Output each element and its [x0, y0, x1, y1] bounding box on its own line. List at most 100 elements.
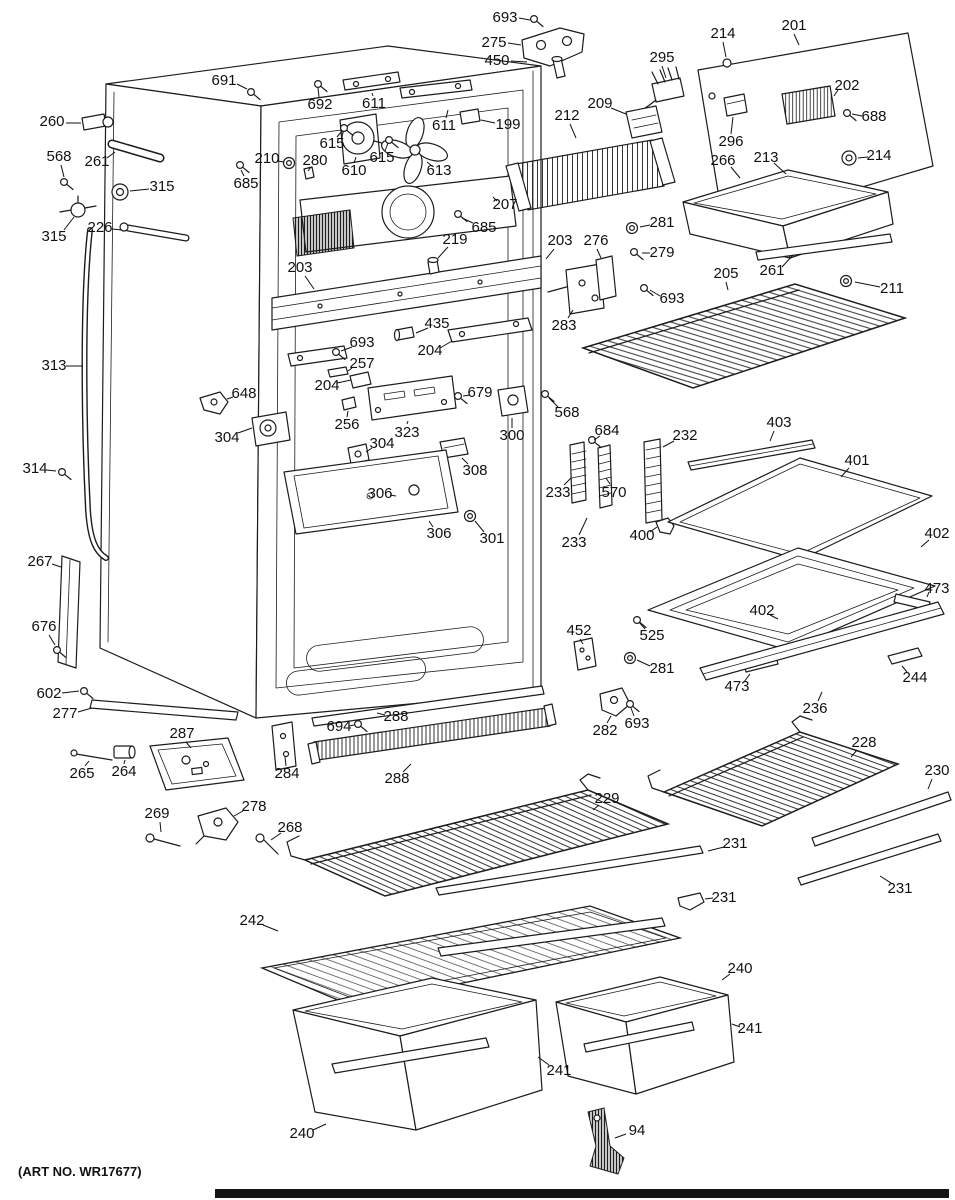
bracket-94 [587, 1107, 625, 1175]
leader-line [237, 427, 253, 434]
leader-line [276, 160, 285, 163]
water-tube-313 [81, 227, 109, 561]
leader-line [48, 634, 56, 646]
leader-line [854, 281, 881, 288]
leader-line [833, 89, 839, 97]
grommet-211 [839, 274, 853, 288]
leader-line [348, 724, 355, 727]
leader-line [63, 216, 75, 231]
leader-line [437, 246, 449, 259]
part-256 [341, 396, 357, 411]
part-label: 231 [722, 835, 747, 852]
finned-shelf-212 [505, 137, 676, 212]
part-label: 204 [417, 342, 442, 359]
part-label: 266 [710, 152, 735, 169]
part-label: 402 [749, 602, 774, 619]
fan-shroud-207 [299, 175, 517, 253]
part-label: 306 [426, 525, 451, 542]
leader-line [336, 130, 343, 138]
part-label: 676 [31, 618, 56, 635]
part-label: 602 [36, 685, 61, 702]
leader-line [920, 539, 930, 548]
leader-line [578, 517, 588, 536]
leader-line [461, 457, 469, 465]
leader-line [336, 379, 352, 384]
leader-line [346, 410, 349, 418]
leader-line [630, 707, 635, 717]
part-label: 261 [759, 262, 784, 279]
leader-line [60, 164, 65, 178]
plate-284 [271, 721, 297, 771]
grommet-301 [463, 509, 477, 523]
leader-line [730, 116, 734, 135]
screw-314 [57, 468, 72, 481]
leader-line [593, 435, 601, 441]
rail-570 [597, 444, 613, 509]
part-label: 685 [471, 219, 496, 236]
part-label: 228 [851, 734, 876, 751]
part-label: 244 [902, 669, 927, 686]
part-label: 570 [601, 484, 626, 501]
part-label: 260 [39, 113, 64, 130]
part-label: 214 [866, 147, 891, 164]
part-label: 525 [639, 627, 664, 644]
screw-279 [629, 248, 644, 261]
part-label: 685 [233, 175, 258, 192]
part-label: 304 [214, 429, 239, 446]
part-label: 230 [924, 762, 949, 779]
part-label: 693 [624, 715, 649, 732]
leader-line [312, 1123, 327, 1131]
part-label: 450 [484, 52, 509, 69]
part-label: 400 [629, 527, 654, 544]
part-label: 615 [369, 149, 394, 166]
part-label: 213 [753, 149, 778, 166]
part-label: 288 [384, 770, 409, 787]
part-label: 314 [22, 460, 47, 477]
part-label: 693 [492, 9, 517, 26]
leader-line [353, 156, 357, 164]
part-label: 282 [592, 722, 617, 739]
leader-line [773, 162, 787, 175]
part-label: 313 [41, 357, 66, 374]
handle-241a [331, 1037, 490, 1074]
part-label: 202 [834, 77, 859, 94]
part-label: 568 [46, 148, 71, 165]
part-label: 295 [649, 49, 674, 66]
part-label: 236 [802, 700, 827, 717]
part-label: 203 [547, 232, 572, 249]
fan-blade-613 [380, 116, 449, 185]
part-label: 287 [169, 725, 194, 742]
part-label: 473 [924, 580, 949, 597]
part-label: 265 [69, 765, 94, 782]
leader-line [606, 715, 612, 724]
wire-shelf-229 [286, 773, 671, 897]
leader-line [84, 760, 90, 767]
part-label: 648 [231, 385, 256, 402]
part-label: 692 [307, 96, 332, 113]
part-label: 304 [369, 435, 394, 452]
leader-line [731, 1023, 741, 1028]
screw-568a [59, 178, 74, 191]
leader-line [638, 621, 646, 630]
grommet-315a [111, 183, 129, 201]
leader-line [567, 309, 574, 319]
part-label: 301 [479, 530, 504, 547]
part-label: 691 [211, 72, 236, 89]
leader-line [781, 254, 794, 268]
hinge-assembly-275 [521, 27, 585, 79]
hole [296, 354, 304, 362]
leader-line [77, 707, 93, 713]
part-label: 688 [861, 108, 886, 125]
part-label: 284 [274, 765, 299, 782]
part-label: 693 [659, 290, 684, 307]
stud-280 [303, 166, 315, 180]
leader-line [492, 196, 498, 202]
leader-line [371, 92, 374, 97]
part-label: 452 [566, 622, 591, 639]
part-label: 275 [481, 34, 506, 51]
part-label: 240 [289, 1125, 314, 1142]
leader-line [284, 756, 287, 767]
drain-pan-306 [283, 449, 459, 535]
leader-line [384, 142, 389, 152]
leader-line [730, 166, 741, 179]
